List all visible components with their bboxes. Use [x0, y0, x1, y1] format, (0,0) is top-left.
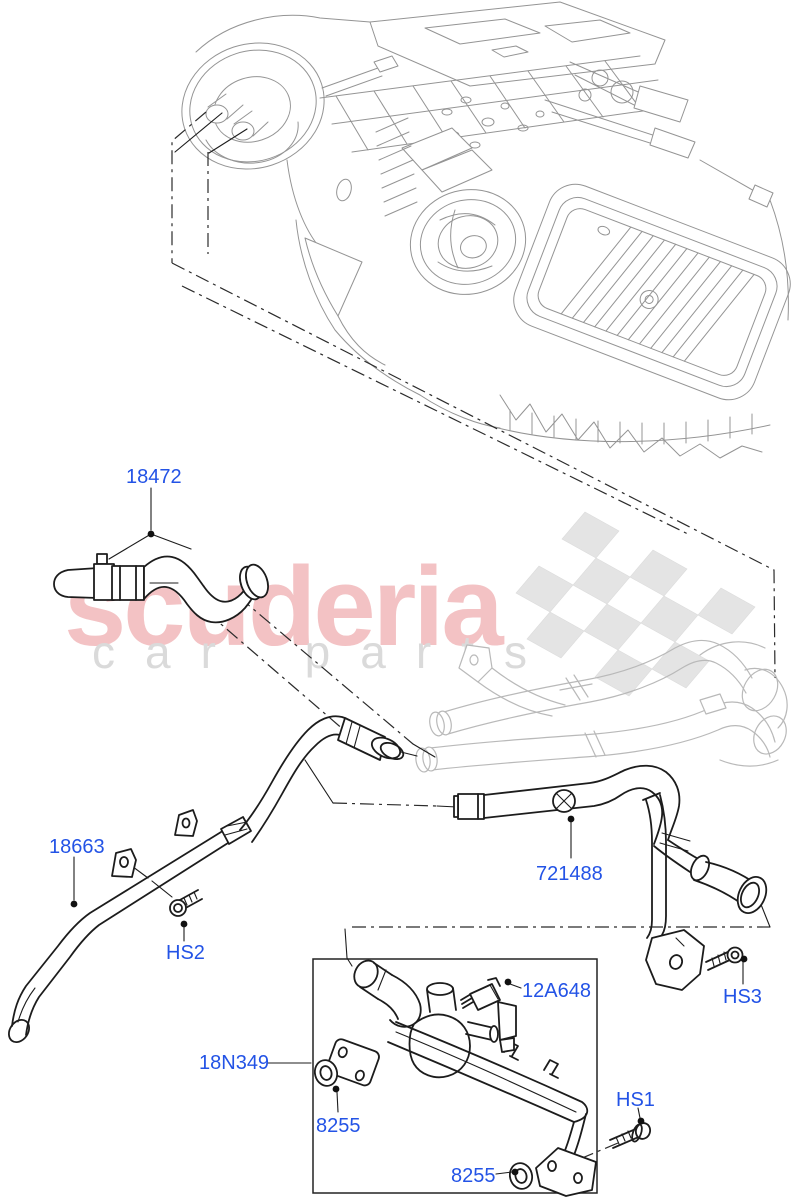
- hvac-assembly-illustration: [181, 1, 791, 459]
- detail-box: [312, 958, 598, 1194]
- callout-labels: 18472 18663 HS2 721488 HS3 12A648 18N349…: [49, 466, 762, 1187]
- bolt-hs1-icon: [609, 1122, 652, 1149]
- heater-port-icon: [205, 104, 229, 124]
- label-721488: 721488: [536, 863, 603, 885]
- mounting-bracket: [645, 929, 705, 991]
- blower-ring-left: [181, 42, 325, 170]
- bolt-hs3-icon: [705, 946, 744, 971]
- heater-pipe-721488: [453, 764, 768, 991]
- seal-8255-bottom-icon: [508, 1162, 534, 1190]
- checkered-flag: [515, 511, 756, 697]
- label-12a648: 12A648: [522, 980, 591, 1002]
- reference-lines: [124, 111, 776, 1167]
- seal-8255-left-icon: [313, 1059, 339, 1087]
- label-hs1: HS1: [616, 1089, 655, 1111]
- screw-hs2-icon: [169, 889, 203, 917]
- label-8255-bottom: 8255: [451, 1165, 496, 1187]
- watermark: scuderia car parts: [64, 511, 756, 697]
- evaporator-cover: [513, 183, 791, 401]
- label-18663: 18663: [49, 836, 105, 858]
- heater-pipe-18663: [8, 715, 405, 1044]
- water-manifold-18n349: [313, 959, 597, 1197]
- label-18472: 18472: [126, 466, 182, 488]
- label-8255-left: 8255: [316, 1115, 361, 1137]
- label-18n349: 18N349: [199, 1052, 269, 1074]
- pipe-clamp: [220, 816, 252, 845]
- reference-hose-pair: [415, 639, 788, 773]
- valve-12a648-icon: [460, 977, 517, 1053]
- callout-leaders: [70, 487, 748, 1176]
- watermark-tagline-text: car parts: [92, 626, 557, 678]
- blower-ring-center: [409, 189, 527, 295]
- label-hs3: HS3: [723, 986, 762, 1008]
- heater-hose-18472: [53, 553, 269, 624]
- label-hs2: HS2: [166, 942, 205, 964]
- watermark-brand-text: scuderia: [64, 544, 504, 669]
